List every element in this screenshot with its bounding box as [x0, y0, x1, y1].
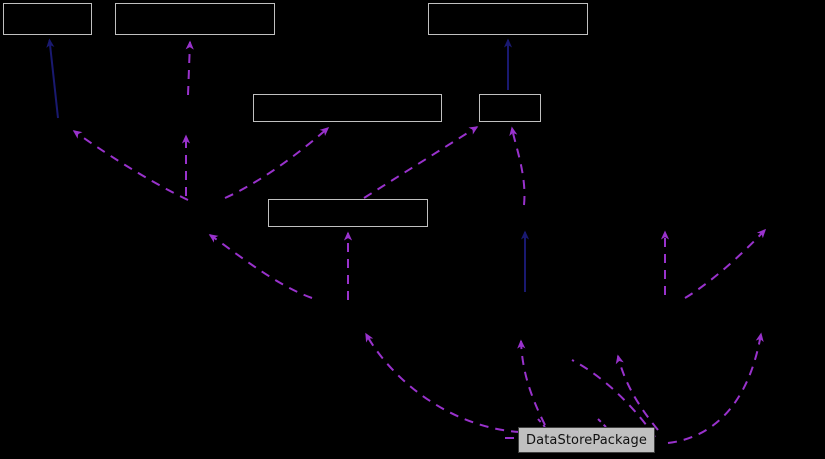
graph-node-1[interactable]: [3, 3, 92, 35]
edge-dashed-right-up-diagonal: [684, 228, 767, 299]
edge-stub-b: [597, 418, 607, 428]
graph-node-4[interactable]: [253, 94, 442, 122]
edge-dashed-to-node-2: [185, 40, 194, 96]
edge-dashed-bottomhub-to-hub: [208, 234, 313, 299]
edge-dashed-pkg-to-righthub: [615, 354, 659, 431]
graph-node-2[interactable]: [115, 3, 275, 35]
graph-node-datastorepackage-label: DataStorePackage: [526, 432, 647, 448]
graph-node-5[interactable]: [479, 94, 541, 122]
graph-node-3[interactable]: [428, 3, 588, 35]
edge-stub-a: [537, 418, 546, 428]
edge-solid-to-node-1: [46, 38, 59, 119]
edge-dashed-to-node-4: [224, 127, 330, 199]
edge-dashed-pkg-to-bottomhub: [365, 332, 521, 433]
edge-dashed-pkg-to-farright: [667, 332, 764, 444]
graph-node-datastorepackage[interactable]: DataStorePackage: [518, 427, 655, 453]
edge-dashed-to-node-1: [72, 130, 189, 201]
edge-dashed-pkg-right-stub: [571, 359, 656, 438]
graph-node-6[interactable]: [268, 199, 428, 227]
edge-dashed-to-node-5: [363, 126, 479, 199]
edge-dashed-pkg-to-midright: [517, 339, 546, 426]
edge-dashed-right-to-node-5: [509, 126, 526, 206]
